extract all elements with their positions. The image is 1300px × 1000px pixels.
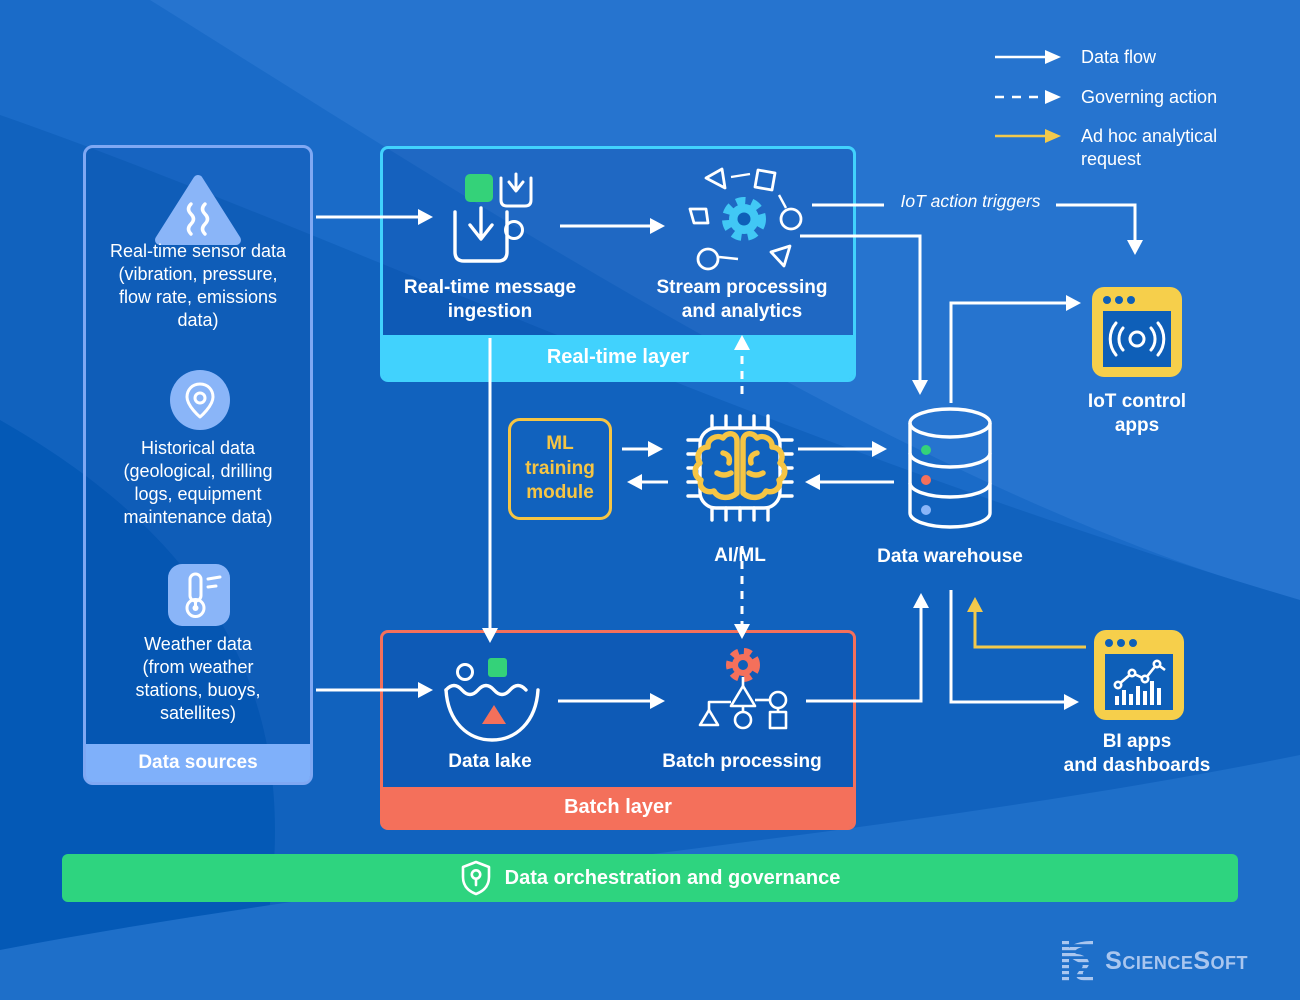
logo-word-soft: Soft: [1193, 946, 1248, 975]
governance-bar: Data orchestration and governance: [62, 854, 1238, 902]
batch-processing-label: Batch processing: [662, 751, 822, 772]
source-weather-label: Weather data (from weather stations, buo…: [135, 634, 261, 724]
legend-label: Governing action: [1081, 86, 1218, 107]
yellow-arrow-icon: [995, 129, 1061, 143]
sciencesoft-logo-text: ScienceSoft: [1105, 947, 1248, 976]
source-realtime-sensor-label: Real-time sensor data (vibration, pressu…: [109, 241, 287, 331]
batch-layer-box: Batch layer: [380, 630, 856, 830]
sciencesoft-logo: ScienceSoft: [1059, 940, 1248, 982]
thermometer-icon: [168, 564, 230, 626]
solid-arrow-icon: [995, 50, 1061, 64]
iot-control-apps-label: IoT control apps: [1087, 391, 1187, 436]
iot-action-triggers-label: IoT action triggers: [900, 191, 1041, 211]
governance-bar-label: Data orchestration and governance: [504, 866, 841, 889]
data-warehouse-icon: [908, 407, 992, 529]
batch-processing-icon: [698, 648, 788, 730]
realtime-layer-box: Real-time layer: [380, 146, 856, 382]
shield-icon: [461, 860, 490, 896]
ingestion-label: Real-time message ingestion: [403, 277, 577, 322]
source-historical-label: Historical data (geological, drilling lo…: [123, 438, 273, 528]
iot-control-apps-icon: [1092, 287, 1182, 377]
bi-apps-icon: [1094, 630, 1184, 720]
sciencesoft-logo-mark-icon: [1062, 941, 1094, 981]
message-ingestion-icon: [453, 172, 533, 263]
data-lake-label: Data lake: [448, 751, 532, 772]
stream-processing-label: Stream processing and analytics: [656, 277, 828, 322]
data-sources-title: Data sources: [86, 744, 310, 782]
bi-apps-label: BI apps and dashboards: [1063, 731, 1211, 776]
vibration-sensor-icon: [155, 175, 241, 245]
batch-layer-title: Batch layer: [383, 787, 853, 827]
legend-label: Ad hoc analytical request: [1081, 126, 1218, 169]
aiml-label: AI/ML: [714, 545, 766, 566]
legend-item-adhoc-request: Ad hoc analytical request: [993, 125, 1293, 170]
dashed-arrow-icon: [995, 89, 1061, 104]
data-sources-panel: Data sources: [83, 145, 313, 785]
ml-training-module-label: ML training module: [525, 432, 595, 504]
ml-training-module-box: ML training module: [508, 418, 612, 520]
legend-label: Data flow: [1081, 47, 1157, 67]
stream-processing-icon: [688, 167, 803, 271]
aiml-chip-icon: [686, 414, 794, 522]
legend-item-data-flow: Data flow: [993, 46, 1293, 69]
logo-word-science: Science: [1105, 946, 1194, 975]
location-pin-icon: [170, 370, 230, 430]
data-lake-icon: [444, 658, 540, 742]
legend: Data flow Governing action Ad hoc analyt…: [993, 46, 1293, 187]
data-warehouse-label: Data warehouse: [877, 546, 1023, 567]
realtime-layer-title: Real-time layer: [383, 335, 853, 379]
legend-item-governing-action: Governing action: [993, 86, 1293, 109]
